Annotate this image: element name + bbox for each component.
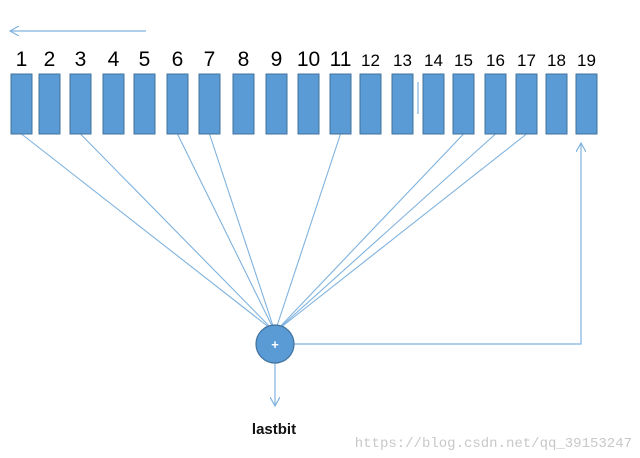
register-cell-17 bbox=[515, 73, 538, 135]
register-cell-16 bbox=[484, 73, 507, 135]
register-cell-6 bbox=[166, 73, 189, 135]
register-cell-7 bbox=[198, 73, 221, 135]
tap-line-11 bbox=[274, 133, 342, 333]
cell-label-13: 13 bbox=[393, 51, 412, 70]
register-cell-5 bbox=[133, 73, 156, 135]
cell-label-4: 4 bbox=[108, 48, 120, 71]
cell-label-5: 5 bbox=[139, 48, 151, 71]
cell-label-12: 12 bbox=[361, 51, 380, 70]
cell-label-3: 3 bbox=[75, 48, 87, 71]
cell-label-19: 19 bbox=[577, 51, 596, 70]
tap-line-7 bbox=[208, 133, 276, 333]
register-cell-1 bbox=[10, 73, 33, 135]
cell-label-7: 7 bbox=[204, 48, 216, 71]
cell-label-6: 6 bbox=[172, 48, 184, 71]
register-cells bbox=[10, 73, 598, 135]
cell-label-18: 18 bbox=[547, 51, 566, 70]
register-cell-11 bbox=[329, 73, 352, 135]
register-cell-10 bbox=[297, 73, 320, 135]
cell-label-11: 11 bbox=[330, 48, 352, 71]
cell-label-8: 8 bbox=[238, 48, 250, 71]
tap-lines bbox=[21, 133, 527, 333]
xor-symbol: + bbox=[271, 337, 279, 352]
output-label: lastbit bbox=[252, 421, 296, 438]
cell-label-10: 10 bbox=[297, 48, 320, 71]
register-cell-15 bbox=[452, 73, 475, 135]
tap-line-6 bbox=[177, 133, 276, 333]
tap-line-1 bbox=[21, 133, 276, 333]
cell-label-9: 9 bbox=[271, 48, 283, 71]
cell-label-15: 15 bbox=[454, 51, 473, 70]
cell-label-14: 14 bbox=[424, 51, 443, 70]
tap-line-16 bbox=[274, 133, 496, 333]
register-cell-2 bbox=[38, 73, 61, 135]
register-cell-8 bbox=[232, 73, 255, 135]
cell-label-1: 1 bbox=[16, 48, 28, 71]
tap-line-15 bbox=[274, 133, 464, 333]
register-cell-14 bbox=[422, 73, 445, 135]
feedback-line bbox=[292, 143, 581, 345]
watermark: https://blog.csdn.net/qq_39153247 bbox=[355, 436, 632, 452]
register-cell-3 bbox=[69, 73, 92, 135]
register-cell-4 bbox=[102, 73, 125, 135]
tap-line-3 bbox=[80, 133, 276, 333]
cell-label-16: 16 bbox=[486, 51, 505, 70]
tap-line-17 bbox=[274, 133, 527, 333]
cell-label-17: 17 bbox=[517, 51, 536, 70]
register-cell-12 bbox=[359, 73, 382, 135]
cell-label-2: 2 bbox=[44, 48, 56, 71]
xor-circle bbox=[255, 324, 295, 364]
register-cell-18 bbox=[545, 73, 568, 135]
xor-node: + bbox=[255, 324, 295, 364]
register-cell-19 bbox=[575, 73, 598, 135]
register-cell-13 bbox=[391, 73, 414, 135]
register-cell-9 bbox=[265, 73, 288, 135]
